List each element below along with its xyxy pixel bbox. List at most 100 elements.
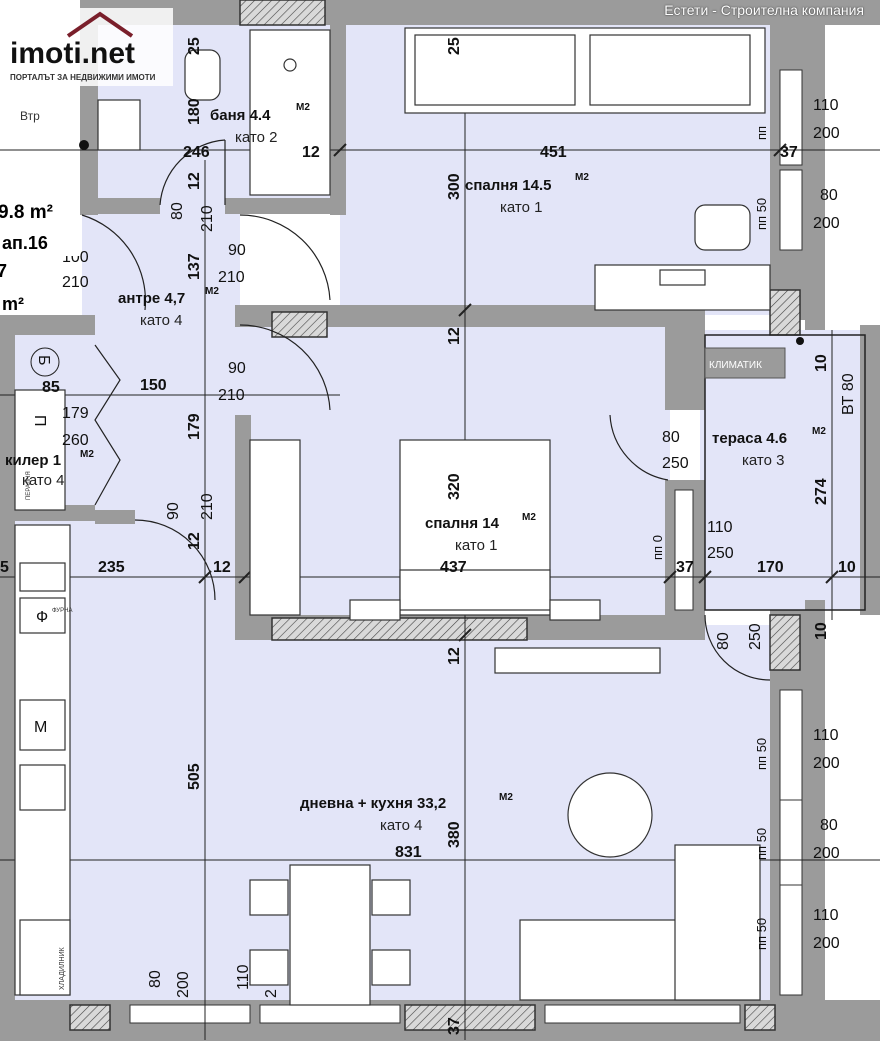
wall-bedrooms-divider	[235, 305, 705, 327]
nightstand-b	[549, 599, 601, 621]
room-closet-floor: като 4	[22, 472, 64, 489]
terrace-outline	[704, 334, 866, 611]
label-vtr: Втр	[20, 109, 40, 123]
window-bedroom1-b	[779, 169, 803, 251]
hall-floor	[82, 205, 240, 325]
wall-west	[0, 315, 15, 1035]
window-bottom-c	[544, 1004, 741, 1024]
dim-137: 137	[186, 253, 203, 280]
win-80b: 80	[820, 817, 838, 834]
dim-90a: 90	[228, 242, 246, 259]
dim-437: 437	[440, 559, 467, 576]
dimension-labels: 25 180 246 12 25 451 37 300 12 80 210 10…	[0, 37, 856, 1035]
dim-320: 320	[446, 473, 463, 500]
dim-250c: 250	[747, 623, 764, 650]
wall-terrace-upper	[665, 315, 705, 410]
window-bedroom1-a	[779, 69, 803, 166]
bath-sink	[97, 99, 141, 151]
label-fridge: ХЛАДИЛНИК	[59, 946, 66, 990]
win-200e: 200	[813, 935, 840, 952]
dim-831: 831	[395, 844, 422, 861]
label-f: Ф	[36, 609, 48, 626]
room-hall-name: антре 4,7	[118, 290, 185, 307]
label-m: М	[34, 719, 47, 736]
dim-80c: 80	[715, 632, 732, 650]
win-200b: 200	[813, 215, 840, 232]
room-bath-floor: като 2	[235, 129, 277, 146]
columns	[69, 0, 801, 1031]
climatic-unit	[704, 347, 786, 379]
tick	[333, 143, 347, 157]
dim-210e: 210	[199, 493, 216, 520]
kitchen-sink	[19, 764, 66, 811]
dim-179a: 179	[62, 405, 89, 422]
wall-bath-bottom	[80, 198, 160, 214]
wall-outer-east-lower	[805, 600, 825, 1041]
win-110a: 110	[813, 97, 839, 114]
dim-80a: 80	[169, 202, 186, 220]
dim-12a: 12	[302, 144, 320, 161]
room-bed2-floor: като 1	[455, 537, 497, 554]
dim-250a: 250	[662, 455, 689, 472]
logo-name: imoti.net	[10, 37, 135, 70]
room-bath-name: баня 4.4	[210, 107, 271, 124]
edge-apt: ап.16	[2, 233, 48, 253]
dim-5: 5	[0, 559, 9, 576]
coffee-table	[567, 772, 653, 858]
label-vt80: ВТ 80	[840, 373, 857, 415]
dim-150: 150	[140, 377, 167, 394]
room-living-sup: М2	[499, 792, 513, 803]
dim-250b: 250	[707, 545, 734, 562]
column-mid	[271, 311, 328, 338]
bottom-110: 110	[235, 964, 252, 990]
tick	[238, 570, 252, 584]
imoti-logo[interactable]: imoti.net ПОРТАЛЪТ ЗА НЕДВИЖИМИ ИМОТИ	[8, 8, 178, 88]
tick	[198, 570, 212, 584]
wall-top	[95, 0, 880, 25]
chair-b	[249, 949, 289, 986]
door-terrace-lower	[704, 614, 771, 681]
fridge	[19, 919, 71, 996]
desk-chair	[694, 204, 751, 251]
bottom-37: 37	[446, 1017, 463, 1035]
door-living	[134, 519, 216, 601]
dim-37b: 37	[676, 559, 694, 576]
win-pp50b: пп 50	[754, 198, 769, 230]
room-living-name: дневна + кухня 33,2	[300, 795, 446, 812]
edge-bg-2	[0, 228, 80, 256]
tick	[458, 628, 472, 642]
edge-num: 7	[0, 261, 7, 281]
sofa-chaise	[674, 844, 761, 1001]
wall-kitchen-stub	[95, 510, 135, 524]
bottom-80: 80	[147, 970, 164, 988]
label-climatic: КЛИМАТИК	[709, 360, 762, 371]
win-pp50d: пп 50	[754, 828, 769, 860]
room-bed1-name: спалня 14.5	[465, 177, 551, 194]
windows	[129, 69, 803, 1024]
terrace-door	[674, 489, 694, 611]
dim-300: 300	[446, 173, 463, 200]
win-pp50a: пп	[754, 126, 769, 140]
window-bottom-b	[259, 1004, 401, 1024]
room-terrace-sup: М2	[812, 426, 826, 437]
door-entrance	[81, 214, 147, 311]
keyboard	[659, 269, 706, 286]
drain-pipe-icon	[796, 337, 804, 345]
bottom-2: 2	[263, 989, 280, 998]
doors	[81, 139, 771, 681]
win-110b: 110	[813, 727, 839, 744]
dim-10a: 10	[838, 559, 856, 576]
edge-labels: 9.8 m² ап.16 7 m²	[0, 195, 80, 314]
dim-380: 380	[446, 821, 463, 848]
dim-10c: 10	[813, 622, 830, 640]
dim-pp0: пп 0	[650, 535, 665, 560]
win-80a: 80	[820, 187, 838, 204]
dim-210a: 210	[199, 205, 216, 232]
dim-80b: 80	[662, 429, 680, 446]
room-bed1-floor: като 1	[500, 199, 542, 216]
wardrobe	[249, 439, 301, 616]
door-bath	[159, 139, 226, 206]
wall-bath-right	[330, 0, 346, 215]
room-hall-floor: като 4	[140, 312, 182, 329]
